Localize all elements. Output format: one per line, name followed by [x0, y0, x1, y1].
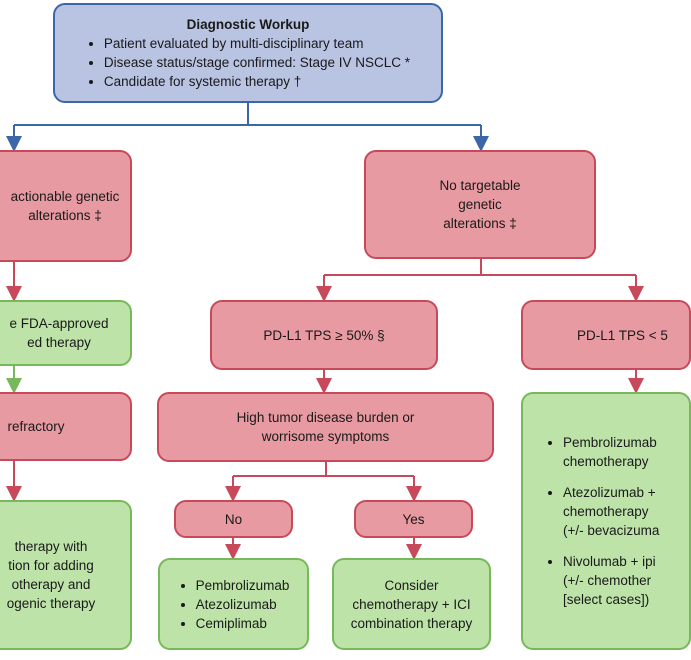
yes-outcome-box: Consider chemotherapy + ICI combination …: [332, 558, 491, 650]
list-item: Atezolizumab + chemotherapy (+/- bevaciz…: [563, 483, 659, 540]
no-label: No: [224, 511, 243, 527]
burden-text: High tumor disease burden or worrisome s…: [236, 410, 415, 444]
list-item: Patient evaluated by multi-disciplinary …: [104, 34, 410, 53]
yes-label: Yes: [402, 511, 425, 527]
list-item: Cemiplimab: [196, 614, 290, 633]
chemotherapy-box: therapy with tion for adding otherapy an…: [0, 500, 132, 650]
burden-box: High tumor disease burden or worrisome s…: [157, 392, 494, 462]
no-outcome-box: Pembrolizumab Atezolizumab Cemiplimab: [158, 558, 309, 650]
no-box: No: [174, 500, 293, 538]
list-item: Pembrolizumab chemotherapy: [563, 433, 659, 471]
diagnostic-workup-box: Diagnostic Workup Patient evaluated by m…: [53, 3, 443, 103]
list-item: Disease status/stage confirmed: Stage IV…: [104, 53, 410, 72]
no-targetable-text: No targetable genetic alterations ‡: [439, 178, 521, 231]
refractory-text: refractory: [7, 419, 65, 434]
list-item: Candidate for systemic therapy †: [104, 72, 410, 91]
list-item: Atezolizumab: [196, 595, 290, 614]
yes-box: Yes: [354, 500, 473, 538]
pdl1-low-box: PD-L1 TPS < 5: [521, 300, 691, 370]
pdl1-high-box: PD-L1 TPS ≥ 50% §: [210, 300, 438, 370]
fda-approved-text: e FDA-approved ed therapy: [9, 316, 109, 350]
workup-list: Patient evaluated by multi-disciplinary …: [86, 34, 410, 91]
list-item: Nivolumab + ipi (+/- chemother [select c…: [563, 552, 659, 609]
yes-outcome-text: Consider chemotherapy + ICI combination …: [350, 577, 473, 631]
list-item: Pembrolizumab: [196, 576, 290, 595]
no-outcome-list: Pembrolizumab Atezolizumab Cemiplimab: [178, 576, 290, 633]
no-targetable-box: No targetable genetic alterations ‡: [364, 150, 596, 259]
pdl1-high-text: PD-L1 TPS ≥ 50% §: [263, 327, 385, 343]
actionable-alterations-text: actionable genetic alterations ‡: [10, 189, 120, 223]
right-options-list: Pembrolizumab chemotherapy Atezolizumab …: [545, 433, 659, 609]
workup-title: Diagnostic Workup: [186, 17, 310, 32]
connector-lines: [6, 103, 644, 560]
refractory-box: refractory: [0, 392, 132, 461]
actionable-alterations-box: actionable genetic alterations ‡: [0, 150, 132, 262]
fda-approved-box: e FDA-approved ed therapy: [0, 300, 132, 366]
right-options-box: Pembrolizumab chemotherapy Atezolizumab …: [521, 392, 691, 650]
chemotherapy-text: therapy with tion for adding otherapy an…: [6, 539, 96, 611]
pdl1-low-text: PD-L1 TPS < 5: [577, 327, 668, 343]
